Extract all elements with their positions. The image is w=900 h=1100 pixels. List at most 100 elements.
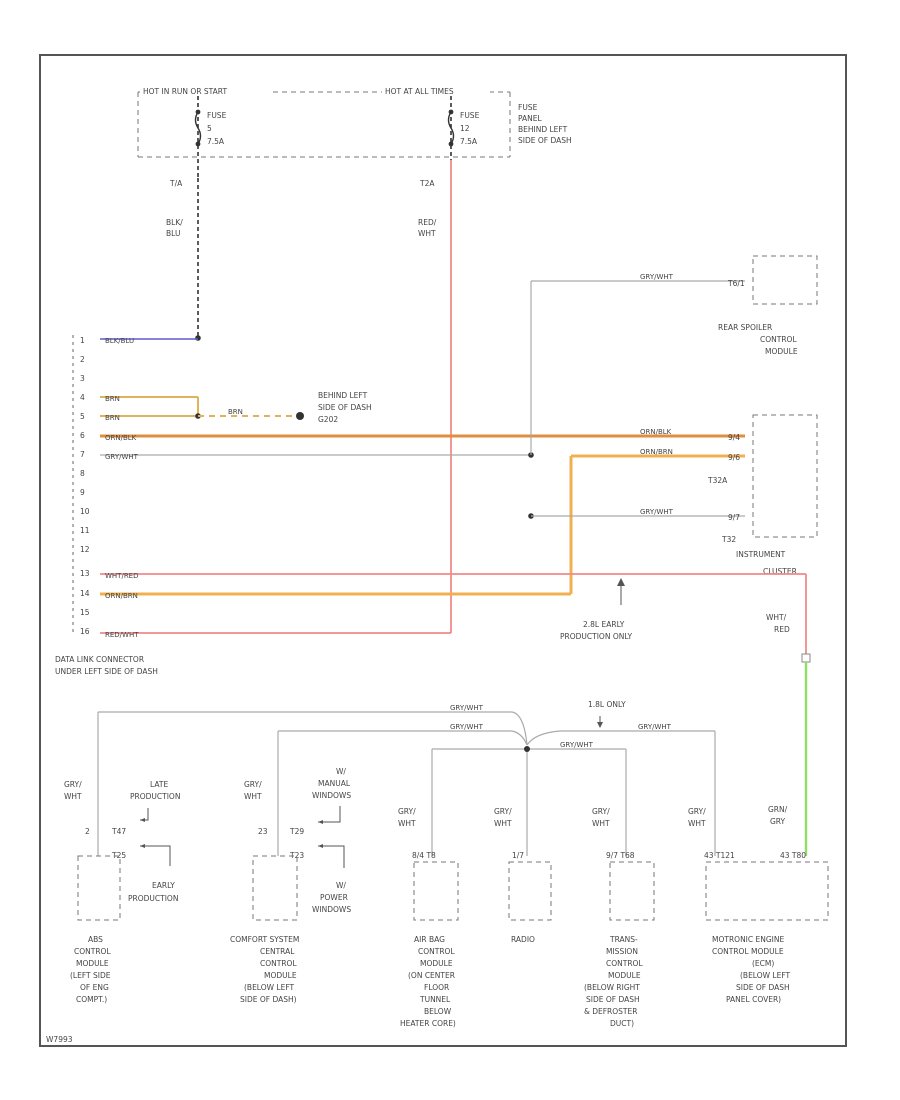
airbag-label-2: CONTROL	[418, 947, 455, 956]
comfort-power-1: W/	[336, 881, 346, 890]
fuse-12-rating: 7.5A	[460, 137, 478, 146]
ground-label-2: SIDE OF DASH	[318, 403, 372, 412]
airbag-wire-2: WHT	[398, 819, 416, 828]
cluster-label-2: CLUSTER	[763, 567, 797, 576]
dlc-label-2: UNDER LEFT SIDE OF DASH	[55, 667, 158, 676]
wire-pin13-label: WHT/RED	[105, 572, 139, 580]
dlc-pin-10: 10	[80, 507, 90, 516]
wire-pin16: RED/WHT	[100, 631, 451, 639]
ecm-label-5: SIDE OF DASH	[736, 983, 790, 992]
comfort-label-1: COMFORT SYSTEM	[230, 935, 299, 944]
lower-bus: GRY/WHT GRY/WHT GRY/WHT GRY/WHT 1.8L ONL…	[97, 700, 716, 856]
ecm-wire-2: WHT	[688, 819, 706, 828]
dlc-pin-9: 9	[80, 488, 85, 497]
airbag-label-1: AIR BAG	[414, 935, 445, 944]
ecm-pin-a: 43 T121	[704, 851, 735, 860]
wire-pin1-label: BLK/BLU	[105, 337, 134, 345]
fuse-12-label: FUSE	[460, 111, 480, 120]
fuse-panel-label-3: BEHIND LEFT	[518, 125, 568, 134]
fuse-12-number: 12	[460, 124, 470, 133]
trans-label-1: TRANS-	[609, 935, 638, 944]
airbag-label-6: TUNNEL	[419, 995, 451, 1004]
wire-cluster-gry-wht: GRY/WHT	[528, 508, 745, 519]
abs-label-5: OF ENG	[80, 983, 109, 992]
wire-pin13: WHT/RED WHT/ RED	[100, 572, 811, 663]
bus-wire-1: GRY/WHT	[450, 704, 484, 712]
cluster-wire-orn-brn: ORN/BRN	[640, 448, 673, 456]
dlc-pin-12: 12	[80, 545, 90, 554]
spoiler-label-2: CONTROL	[760, 335, 797, 344]
abs-label-3: MODULE	[76, 959, 109, 968]
abs-wire-1: GRY/	[64, 780, 82, 789]
cluster-pin-2: 9/6	[728, 453, 740, 462]
ecm-label-3: (ECM)	[752, 959, 774, 968]
ecm-label-1: MOTRONIC ENGINE	[712, 935, 784, 944]
data-link-connector: 1 2 3 4 5 6 7 8 9 10 11 12 13 14 15 16 D…	[55, 335, 158, 676]
airbag-label-5: FLOOR	[424, 983, 449, 992]
abs-label-6: COMPT.)	[76, 995, 107, 1004]
abs-wire-2: WHT	[64, 792, 82, 801]
abs-late-2: PRODUCTION	[130, 792, 180, 801]
wire-blk-blu-1: BLK/	[166, 218, 183, 227]
trans-wire-1: GRY/	[592, 807, 610, 816]
hot-all-times-label: HOT AT ALL TIMES	[385, 87, 454, 96]
dlc-pin-14: 14	[80, 589, 90, 598]
cluster-grn-wire-2: GRY	[770, 817, 786, 826]
cluster-pin-3: 9/7	[728, 513, 740, 522]
trans-label-5: (BELOW RIGHT	[584, 983, 640, 992]
trans-pin: 9/7 T68	[606, 851, 635, 860]
trans-label-3: CONTROL	[606, 959, 643, 968]
dlc-pin-8: 8	[80, 469, 85, 478]
trans-label-6: SIDE OF DASH	[586, 995, 640, 1004]
conn-ta-label: T/A	[169, 179, 183, 188]
cluster-right-wire-2: RED	[774, 625, 790, 634]
comfort-label-4: MODULE	[264, 971, 297, 980]
feed-blk-blu: T/A BLK/ BLU	[166, 178, 201, 341]
fuse-panel: HOT IN RUN OR START HOT AT ALL TIMES FUS…	[137, 86, 572, 178]
bus-wire-3: GRY/WHT	[560, 741, 594, 749]
abs-label-2: CONTROL	[74, 947, 111, 956]
feed-red-wht: T2A RED/ WHT	[418, 160, 452, 633]
comfort-manual-3: WINDOWS	[312, 791, 351, 800]
ecm-module: GRY/ WHT 43 T121 43 T80 MOTRONIC ENGINE …	[688, 807, 829, 1004]
radio-module: GRY/ WHT 1/7 RADIO	[494, 807, 552, 944]
trans-label-2: MISSION	[606, 947, 638, 956]
wire-pin4-label: BRN	[105, 395, 120, 403]
wire-pin7-label: GRY/WHT	[105, 453, 139, 461]
fuse-panel-label-1: FUSE	[518, 103, 538, 112]
airbag-label-4: (ON CENTER	[408, 971, 455, 980]
diagram-frame	[39, 54, 847, 1047]
cluster-wire-gry-wht: GRY/WHT	[640, 508, 674, 516]
wire-pin6-label: ORN/BLK	[105, 434, 137, 442]
wire-pin7: GRY/WHT	[100, 452, 534, 461]
ground-wire-label: BRN	[228, 408, 243, 416]
wire-pin16-label: RED/WHT	[105, 631, 139, 639]
cluster-grn-wire-1: GRN/	[768, 805, 788, 814]
airbag-label-3: MODULE	[420, 959, 453, 968]
abs-pin-a: 2	[85, 827, 90, 836]
hot-run-start-label: HOT IN RUN OR START	[143, 87, 227, 96]
dlc-pin-7: 7	[80, 450, 85, 459]
note-18l: 1.8L ONLY	[588, 700, 626, 709]
cluster-wire-orn-blk: ORN/BLK	[640, 428, 672, 436]
wire-pin1: BLK/BLU	[100, 337, 198, 345]
ecm-label-6: PANEL COVER)	[726, 995, 781, 1004]
abs-label-1: ABS	[88, 935, 103, 944]
wire-pin6: ORN/BLK ORN/BLK	[100, 428, 745, 442]
wire-gry-wht-spoiler: GRY/WHT T6/1	[530, 273, 745, 455]
trans-label-7: & DEFROSTER	[584, 1007, 637, 1016]
spoiler-pin: T6/1	[727, 279, 745, 288]
dlc-pin-11: 11	[80, 526, 90, 535]
fuse-5-rating: 7.5A	[207, 137, 225, 146]
radio-wire-2: WHT	[494, 819, 512, 828]
ecm-label-4: (BELOW LEFT	[740, 971, 791, 980]
trans-wire-2: WHT	[592, 819, 610, 828]
radio-pin: 1/7	[512, 851, 524, 860]
comfort-conn-b: T23	[289, 851, 304, 860]
comfort-label-2: CENTRAL	[260, 947, 295, 956]
comfort-power-2: POWER	[320, 893, 348, 902]
wire-pin5-label: BRN	[105, 414, 120, 422]
trans-module: GRY/ WHT 9/7 T68 TRANS- MISSION CONTROL …	[584, 807, 655, 1028]
conn-t2a-label: T2A	[419, 179, 435, 188]
cluster-right-wire-1: WHT/	[766, 613, 787, 622]
